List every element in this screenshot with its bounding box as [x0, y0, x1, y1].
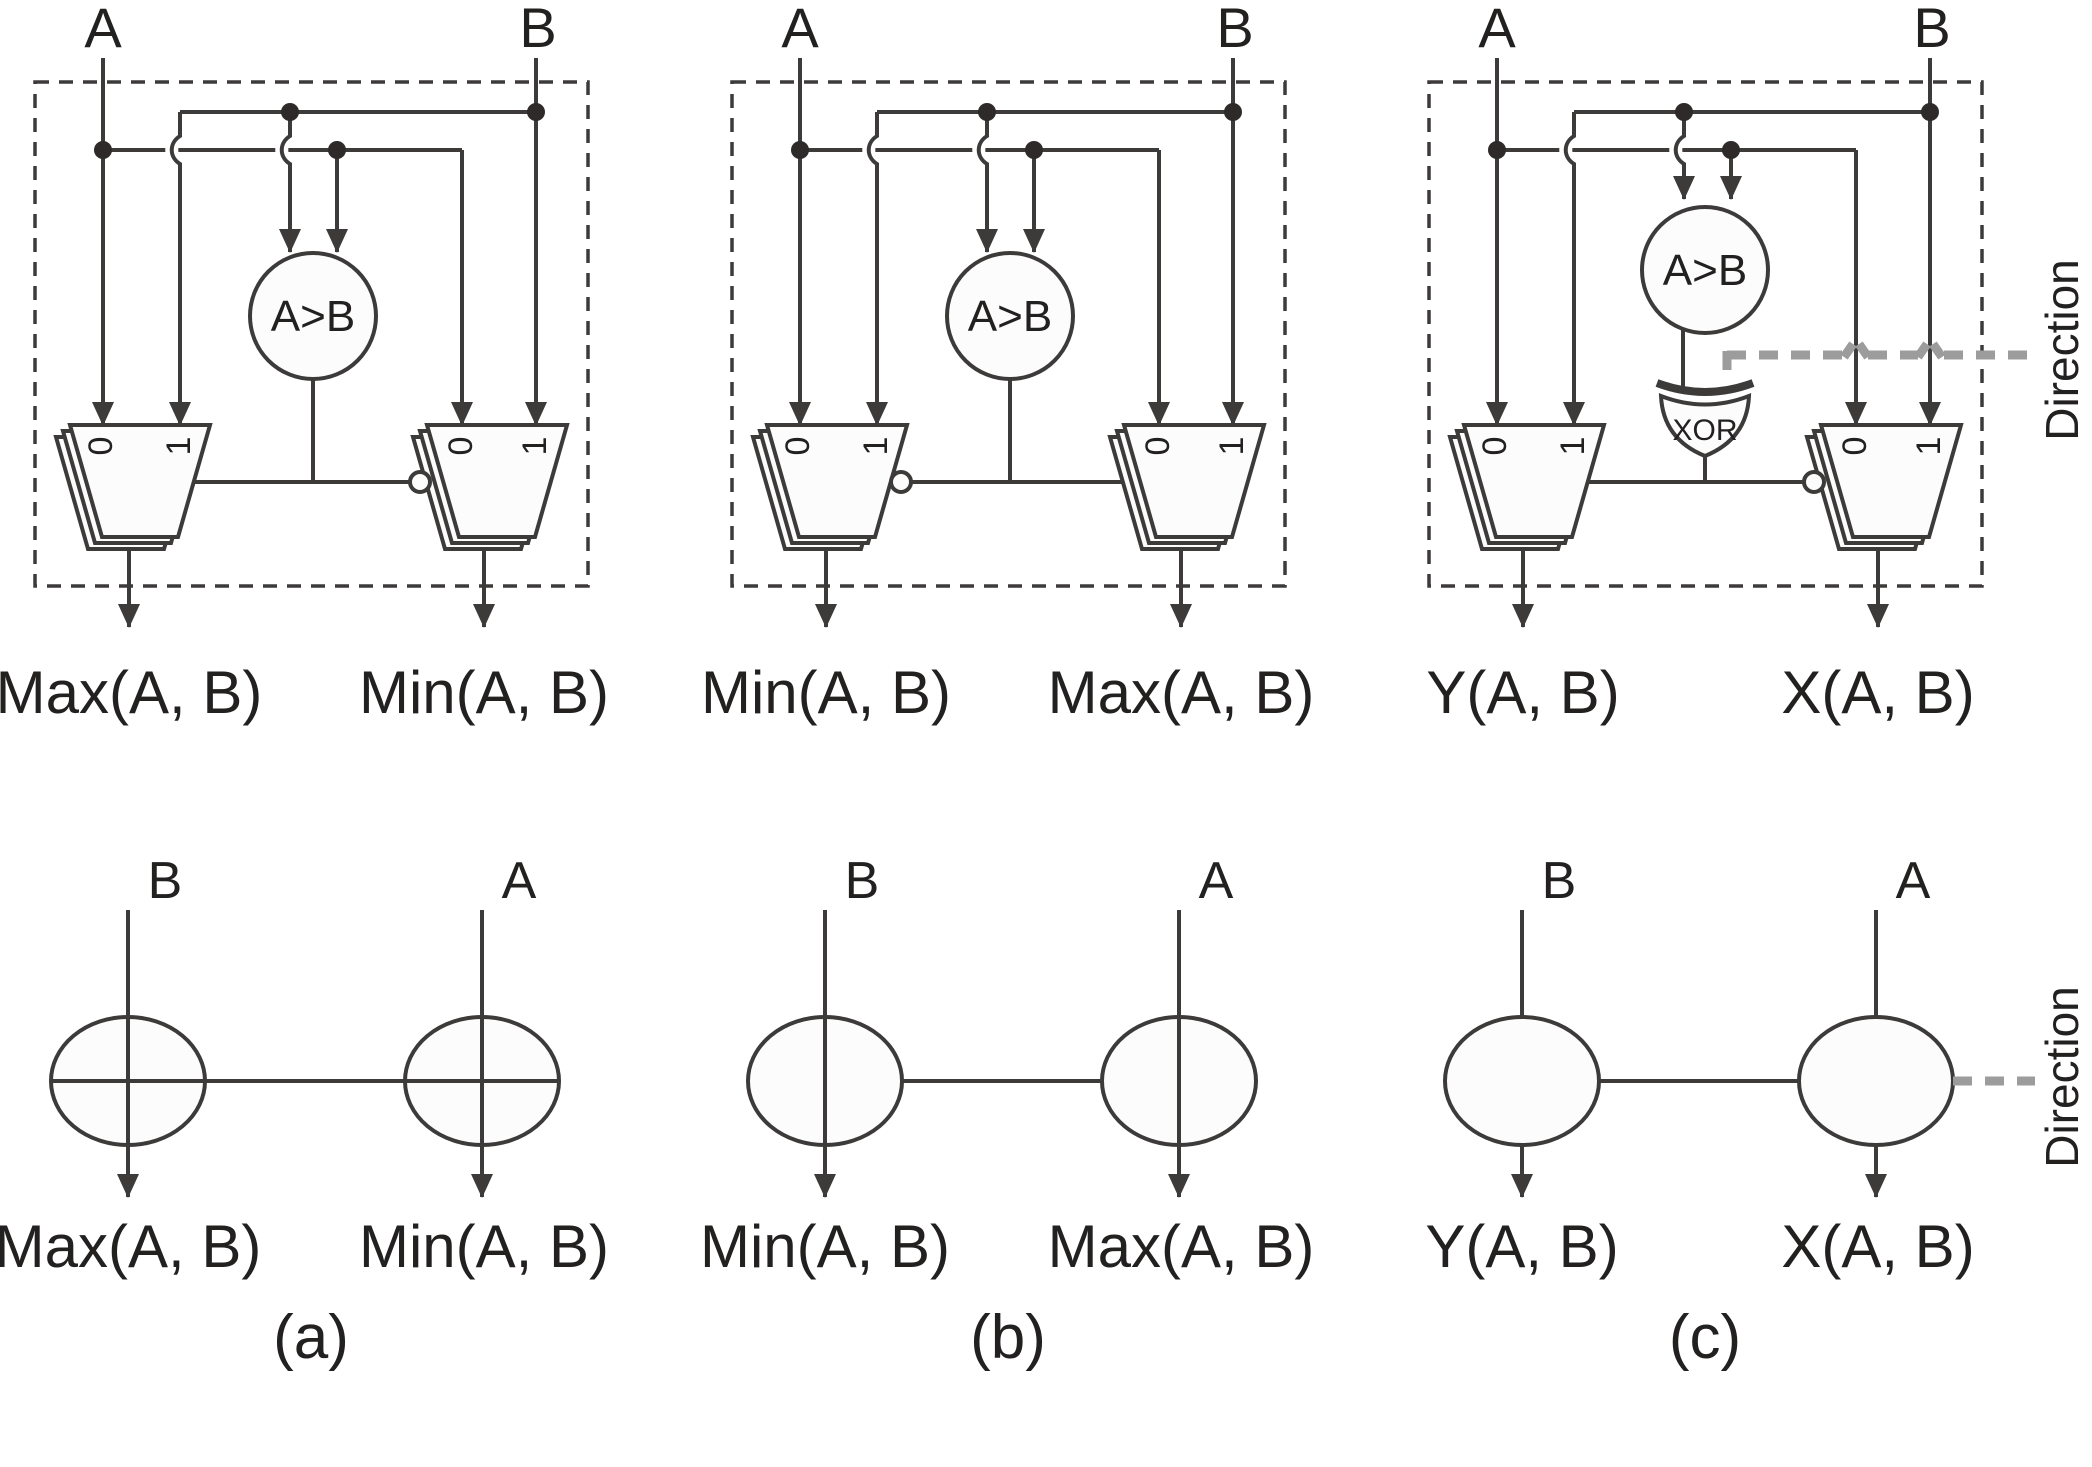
output-label-left: Max(A, B) — [0, 659, 262, 726]
input-label-b: B — [148, 852, 183, 910]
input-label-a: A — [1199, 852, 1234, 910]
output-label-right: Max(A, B) — [1048, 1213, 1315, 1280]
input-label-b: B — [1542, 852, 1577, 910]
module-boundary-dashed-box — [730, 80, 1287, 588]
panel-a: A B A>B 0 1 0 1 — [0, 0, 609, 1372]
junction-dot — [1722, 141, 1740, 159]
mux-select-1-label: 1 — [1910, 437, 1948, 456]
junction-dot — [978, 103, 996, 121]
wire-b-to-comparator — [976, 112, 998, 253]
output-label-right: Min(A, B) — [359, 1213, 609, 1280]
panel-c: A B A>B XOR — [1425, 0, 2088, 1372]
mux-select-1-label: 1 — [1213, 437, 1251, 456]
output-label-left: Max(A, B) — [0, 1213, 261, 1280]
direction-label-bottom: Direction — [2036, 986, 2088, 1168]
xor-gate-input-arc — [1655, 379, 1755, 396]
output-label-left: Min(A, B) — [701, 659, 951, 726]
junction-dot — [281, 103, 299, 121]
input-label-a: A — [502, 852, 537, 910]
mux-select-1-label: 1 — [516, 437, 554, 456]
sorter-node-circle — [1443, 1015, 1601, 1147]
input-label-b: B — [845, 852, 880, 910]
xor-gate-label: XOR — [1672, 414, 1737, 447]
output-label-left: Y(A, B) — [1425, 1213, 1618, 1280]
wire-b-to-comparator — [279, 112, 301, 253]
comparator-label: A>B — [1663, 246, 1747, 295]
inverter-bubble — [408, 470, 432, 494]
mux-select-0-label: 0 — [1139, 437, 1177, 456]
input-label-b: B — [1216, 0, 1253, 59]
wire-b-to-mux1 — [866, 112, 888, 426]
direction-line-crossover-jogs — [1840, 341, 1946, 360]
panel-a-bottom-symbol: B A Max(A, B) Min(A, B) (a) — [0, 852, 609, 1372]
mux-select-0-label: 0 — [442, 437, 480, 456]
junction-dot — [791, 141, 809, 159]
wire-b-to-mux1 — [1563, 112, 1585, 426]
junction-dot — [1025, 141, 1043, 159]
output-label-left: Min(A, B) — [700, 1213, 950, 1280]
panel-b: A B A>B 0 1 0 1 — [700, 0, 1314, 1372]
junction-dot — [1224, 103, 1242, 121]
input-label-a: A — [1896, 852, 1931, 910]
junction-dot — [94, 141, 112, 159]
mux-select-0-label: 0 — [82, 437, 120, 456]
panel-letter: (c) — [1669, 1303, 1741, 1372]
mux-select-1-label: 1 — [160, 437, 198, 456]
input-label-b: B — [519, 0, 556, 59]
junction-dot — [328, 141, 346, 159]
output-label-left: Y(A, B) — [1426, 659, 1619, 726]
junction-dot — [527, 103, 545, 121]
panel-c-top-circuit: A B A>B XOR — [1426, 0, 2088, 726]
input-label-a: A — [84, 0, 122, 59]
output-label-right: X(A, B) — [1781, 659, 1974, 726]
mux-select-1-label: 1 — [1554, 437, 1592, 456]
module-boundary-dashed-box — [33, 80, 590, 588]
input-label-b: B — [1913, 0, 1950, 59]
inverter-bubble — [889, 470, 913, 494]
panel-c-bottom-symbol: B A Y(A, B) X(A, B) (c) Direction — [1425, 852, 2088, 1372]
panel-a-top-circuit: A B A>B 0 1 0 1 — [0, 0, 609, 726]
panel-letter: (a) — [273, 1303, 349, 1372]
direction-label-top: Direction — [2036, 259, 2088, 441]
output-label-right: Min(A, B) — [359, 659, 609, 726]
comparator-label: A>B — [271, 292, 355, 341]
junction-dot — [1675, 103, 1693, 121]
comparator-circle — [945, 251, 1075, 381]
junction-dot — [1488, 141, 1506, 159]
comparator-circle — [1640, 205, 1770, 335]
mux-select-0-label: 0 — [1836, 437, 1874, 456]
comparator-circle — [248, 251, 378, 381]
input-label-a: A — [1478, 0, 1516, 59]
xor-gate-body — [1658, 393, 1752, 459]
input-label-a: A — [781, 0, 819, 59]
output-label-right: X(A, B) — [1781, 1213, 1974, 1280]
panel-b-top-circuit: A B A>B 0 1 0 1 — [701, 0, 1314, 726]
junction-dot — [1921, 103, 1939, 121]
wire-b-to-comparator — [1673, 112, 1695, 200]
sorter-node-circle — [1797, 1015, 1955, 1147]
panel-letter: (b) — [970, 1303, 1046, 1372]
module-boundary-dashed-box — [1427, 80, 1984, 588]
wire-b-to-mux1 — [169, 112, 191, 426]
panel-b-bottom-symbol: B A Min(A, B) Max(A, B) (b) — [700, 852, 1314, 1372]
mux-select-0-label: 0 — [779, 437, 817, 456]
mux-select-0-label: 0 — [1476, 437, 1514, 456]
mux-select-1-label: 1 — [857, 437, 895, 456]
inverter-bubble — [1802, 470, 1826, 494]
output-label-right: Max(A, B) — [1048, 659, 1315, 726]
comparator-label: A>B — [968, 292, 1052, 341]
